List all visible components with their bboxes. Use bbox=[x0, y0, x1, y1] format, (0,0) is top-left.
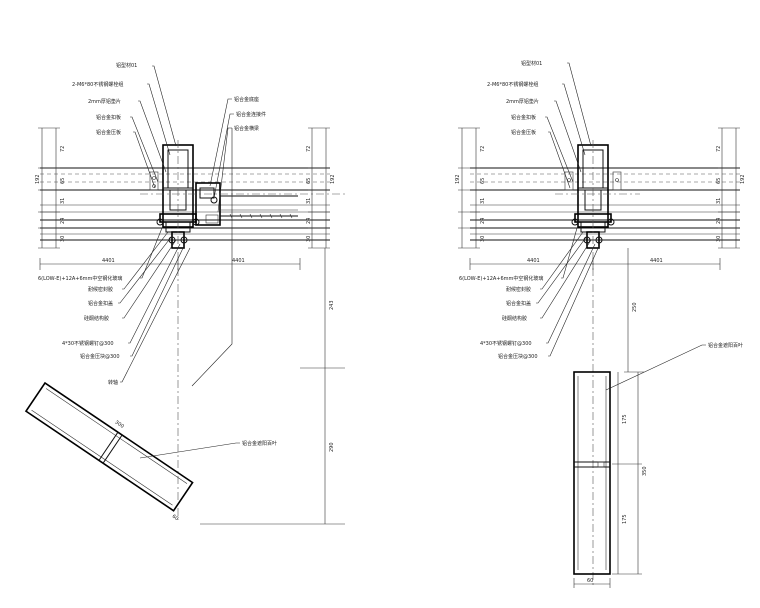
right-callout-9: 4*30不锈钢螺钉@300 bbox=[480, 340, 532, 347]
left-louver-dim-0: 300 bbox=[114, 419, 125, 429]
right-callout-2: 2mm厚铝垫片 bbox=[506, 98, 539, 105]
left-dim-left-3: 31 bbox=[60, 198, 66, 204]
right-dim-bottom-0: 4401 bbox=[527, 258, 540, 264]
right-dim-left-1: 192 bbox=[455, 174, 461, 184]
right-dim-right-0: 72 bbox=[716, 146, 722, 152]
right-dim-left-5: 30 bbox=[480, 236, 486, 242]
left-callout-12: 4*30不锈钢螺钉@300 bbox=[62, 340, 114, 347]
right-callout-3: 铝合金扣板 bbox=[511, 114, 536, 121]
right-dim-right-1: 192 bbox=[740, 174, 746, 184]
left-callout-8: 6(LOW-E)+12A+6mm中空钢化玻璃 bbox=[38, 275, 122, 282]
left-callout-0: 铝型材01 bbox=[116, 62, 137, 69]
left-detail: 72 192 65 31 24 30 72 192 65 31 24 30 bbox=[24, 62, 345, 525]
left-dim-left-1: 192 bbox=[35, 174, 41, 184]
right-callout-5: 6(LOW-E)+12A+6mm中空钢化玻璃 bbox=[459, 275, 543, 282]
left-dim-vertical-0: 243 bbox=[329, 300, 335, 310]
right-dim-vertical-1: 175 bbox=[622, 414, 628, 424]
left-callout-15: 铝合金遮阳百叶 bbox=[242, 440, 277, 447]
right-dim-left-2: 65 bbox=[480, 178, 486, 184]
right-dims-vertical: 250 175 350 175 60 bbox=[573, 248, 648, 588]
left-dims-vertical: 243 290 bbox=[200, 248, 345, 525]
left-louver-blade: 300 60 bbox=[24, 381, 194, 523]
left-dim-left-4: 24 bbox=[60, 218, 66, 224]
right-callout-1: 2-M6*80不锈钢螺栓组 bbox=[487, 81, 538, 88]
right-callout-7: 铝合金扣盖 bbox=[506, 300, 531, 307]
left-dim-right-5: 30 bbox=[306, 236, 312, 242]
left-dim-left-5: 30 bbox=[60, 236, 66, 242]
left-dim-vertical-1: 290 bbox=[329, 442, 335, 452]
left-callout-6: 铝合金连接件 bbox=[236, 111, 266, 118]
right-dim-bottom-1: 4401 bbox=[650, 258, 663, 264]
right-dim-vertical-2: 350 bbox=[642, 466, 648, 476]
right-callouts: 铝型材01 2-M6*80不锈钢螺栓组 2mm厚铝垫片 铝合金扣板 铝合金压板 … bbox=[459, 60, 743, 391]
left-mullion-profile bbox=[149, 144, 200, 249]
right-dims-left: 72 192 65 31 24 30 bbox=[455, 127, 486, 249]
left-glass-panes bbox=[40, 167, 330, 241]
right-callout-10: 铝合金压块@300 bbox=[498, 353, 538, 360]
left-louver-dim-1: 60 bbox=[171, 514, 180, 523]
right-dim-right-3: 31 bbox=[716, 198, 722, 204]
left-callout-13: 铝合金压块@300 bbox=[80, 353, 120, 360]
right-detail: 72 192 65 31 24 30 72 192 65 31 24 30 bbox=[455, 60, 746, 588]
left-callout-11: 硅酮结构胶 bbox=[84, 315, 109, 322]
left-dim-left-0: 72 bbox=[60, 146, 66, 152]
left-dims-right: 72 192 65 31 24 30 bbox=[306, 127, 336, 249]
left-dim-right-0: 72 bbox=[306, 146, 312, 152]
left-dims-left: 72 192 65 31 24 30 bbox=[35, 127, 66, 249]
right-dim-left-3: 31 bbox=[480, 198, 486, 204]
right-dim-left-0: 72 bbox=[480, 146, 486, 152]
right-callout-0: 铝型材01 bbox=[521, 60, 542, 67]
right-dims-bottom: 4401 4401 bbox=[469, 258, 721, 270]
left-callout-10: 铝合金扣盖 bbox=[88, 300, 113, 307]
left-dim-bottom-0: 4401 bbox=[102, 258, 115, 264]
left-dim-right-2: 65 bbox=[306, 178, 312, 184]
right-dim-left-4: 24 bbox=[480, 218, 486, 224]
left-callout-4: 铝合金压板 bbox=[96, 129, 121, 136]
right-dim-right-5: 30 bbox=[716, 236, 722, 242]
left-callout-9: 耐候密封胶 bbox=[88, 286, 113, 293]
right-callout-11: 铝合金遮阳百叶 bbox=[708, 342, 743, 349]
right-glass-panes bbox=[470, 167, 740, 241]
left-callout-1: 2-M6*80不锈钢螺栓组 bbox=[72, 81, 123, 88]
right-callout-8: 硅酮结构胶 bbox=[502, 315, 527, 322]
right-callout-4: 铝合金压板 bbox=[511, 129, 536, 136]
left-callout-5: 铝合金底座 bbox=[234, 96, 259, 103]
left-dim-right-1: 192 bbox=[330, 174, 336, 184]
left-dim-right-3: 31 bbox=[306, 198, 312, 204]
left-dim-bottom-1: 4401 bbox=[232, 258, 245, 264]
right-dim-vertical-3: 175 bbox=[622, 514, 628, 524]
right-dims-right: 72 192 65 31 24 30 bbox=[716, 127, 746, 249]
right-callout-6: 耐候密封胶 bbox=[506, 286, 531, 293]
right-dim-right-4: 24 bbox=[716, 218, 722, 224]
left-callout-3: 铝合金扣板 bbox=[96, 114, 121, 121]
left-callout-2: 2mm厚铝垫片 bbox=[88, 98, 121, 105]
right-dim-right-2: 65 bbox=[716, 178, 722, 184]
left-dim-left-2: 65 bbox=[60, 178, 66, 184]
left-dim-right-4: 24 bbox=[306, 218, 312, 224]
left-callout-7: 铝合金横梁 bbox=[234, 125, 259, 132]
right-louver-blade bbox=[573, 371, 611, 575]
left-transom-bracket bbox=[195, 182, 298, 226]
left-callouts: 铝型材01 2-M6*80不锈钢螺栓组 2mm厚铝垫片 铝合金扣板 铝合金压板 … bbox=[38, 62, 277, 459]
right-dim-vertical-0: 250 bbox=[632, 302, 638, 312]
right-louver-dim-0: 60 bbox=[587, 578, 593, 584]
left-callout-14: 转轴 bbox=[108, 379, 118, 386]
